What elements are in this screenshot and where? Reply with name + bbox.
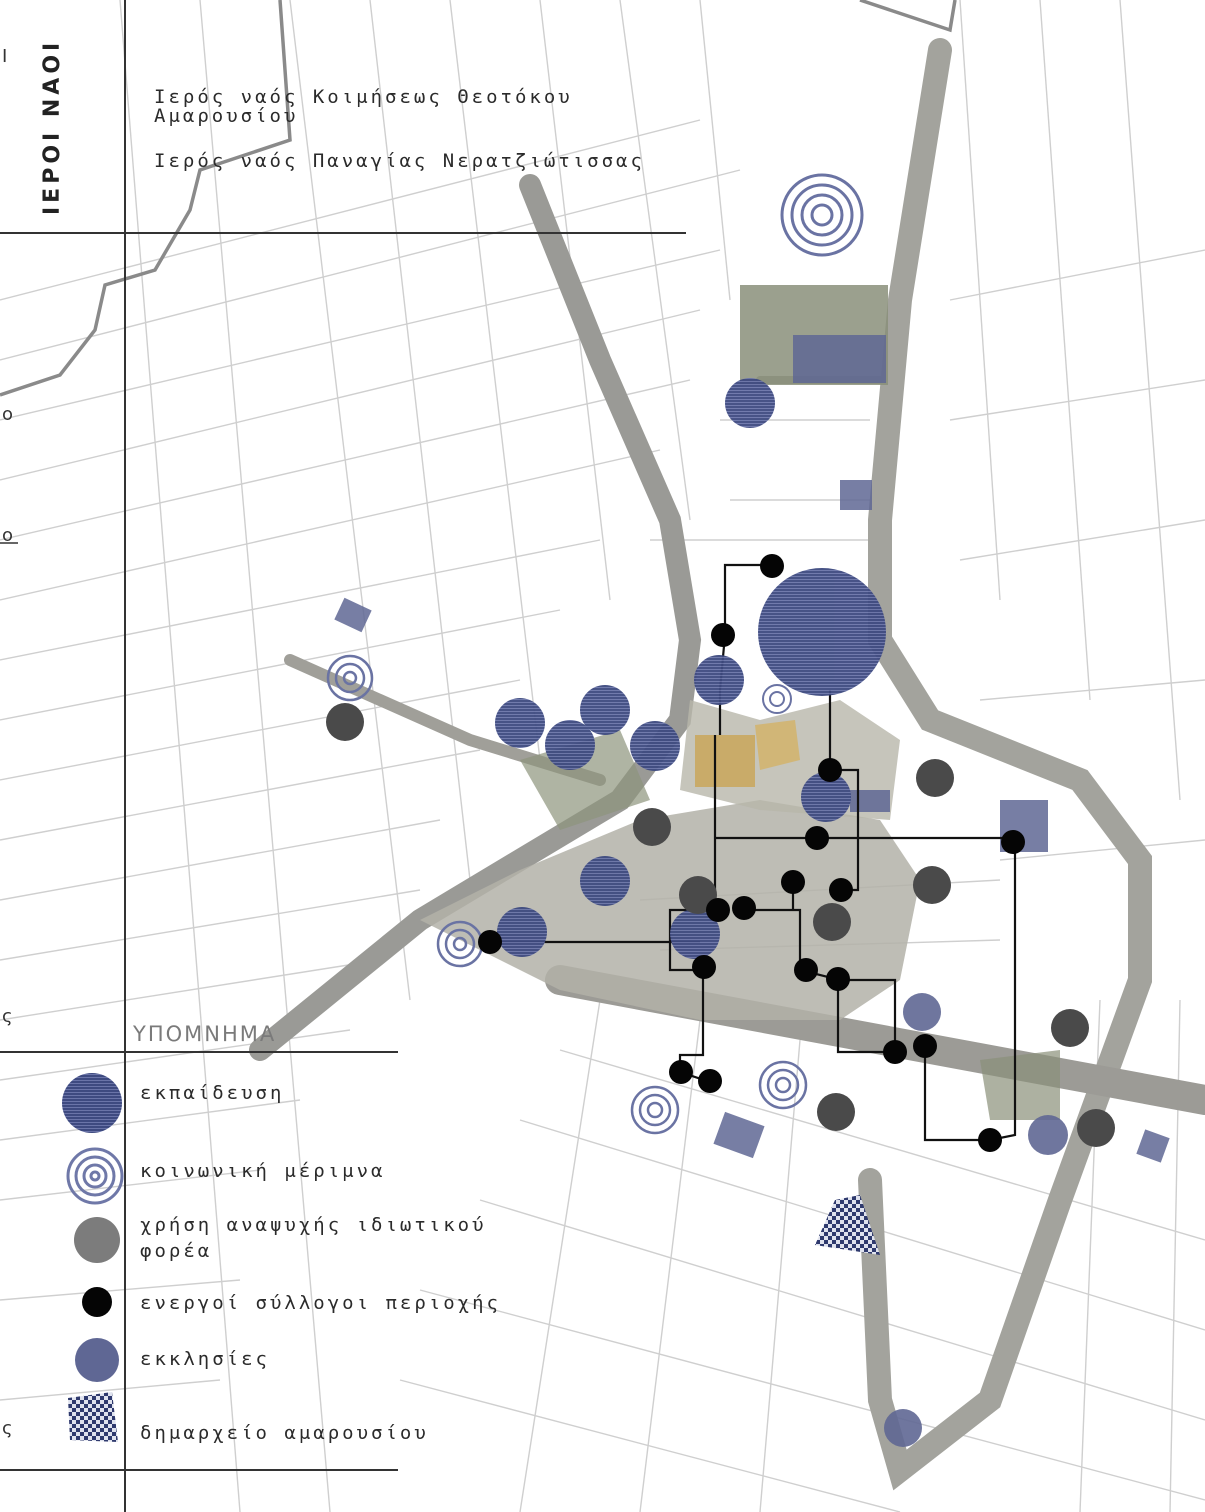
- edge-fragment: ς: [2, 1418, 13, 1439]
- church-icon: [75, 1338, 119, 1382]
- legend-label-private-recreation: χρήση αναψυχής ιδιωτικού φορέα: [140, 1212, 487, 1264]
- town-hall-icon: [68, 1392, 118, 1442]
- side-title: ΙΕΡΟΙ ΝΑΟΙ: [40, 38, 65, 215]
- church-name-1: Ιερός ναός Κοιμήσεως Θεοτόκου Αμαρουσίου: [154, 88, 573, 126]
- local-association-icon: [82, 1287, 112, 1317]
- association-network: [490, 563, 1017, 1142]
- legend-label-social-care: κοινωνική μέριμνα: [140, 1160, 386, 1182]
- church-name-2: Ιερός ναός Παναγίας Νερατζιώτισσας: [154, 152, 645, 171]
- church-2-line1: Ιερός ναός Παναγίας Νερατζιώτισσας: [154, 150, 645, 172]
- church-markers: [884, 993, 1068, 1447]
- edge-fragment: ς: [2, 1006, 13, 1027]
- edge-fragment: ο: [2, 404, 14, 425]
- legend-label-private-recreation-line2: φορέα: [140, 1240, 213, 1262]
- edge-fragment: Ι: [2, 46, 8, 67]
- legend-label-private-recreation-line1: χρήση αναψυχής ιδιωτικού: [140, 1214, 487, 1236]
- church-1-line1: Ιερός ναός Κοιμήσεως Θεοτόκου: [154, 86, 573, 108]
- church-1-line2: Αμαρουσίου: [154, 105, 299, 127]
- frame-lines: [0, 0, 686, 1512]
- private-recreation-markers: [326, 703, 1115, 1147]
- social-care-markers: [326, 173, 864, 1135]
- edge-fragment: ο: [2, 525, 14, 546]
- legend-icons: [62, 1073, 124, 1442]
- municipal-boundary: [0, 0, 957, 397]
- education-markers: [495, 378, 886, 959]
- legend-label-town-hall: δημαρχείο αμαρουσίου: [140, 1422, 429, 1444]
- education-icon: [62, 1073, 122, 1133]
- association-markers: [478, 554, 1025, 1152]
- legend-label-associations: ενεργοί σύλλογοι περιοχής: [140, 1292, 501, 1314]
- highlight-block: [695, 735, 755, 787]
- legend-label-education: εκπαίδευση: [140, 1082, 285, 1104]
- town-hall-area: [815, 1195, 880, 1255]
- legend-label-churches: εκκλησίες: [140, 1348, 270, 1370]
- social-care-icon: [66, 1147, 124, 1205]
- private-recreation-icon: [74, 1217, 120, 1263]
- legend-title: ΥΠΟΜΝΗΜΑ: [133, 1022, 277, 1046]
